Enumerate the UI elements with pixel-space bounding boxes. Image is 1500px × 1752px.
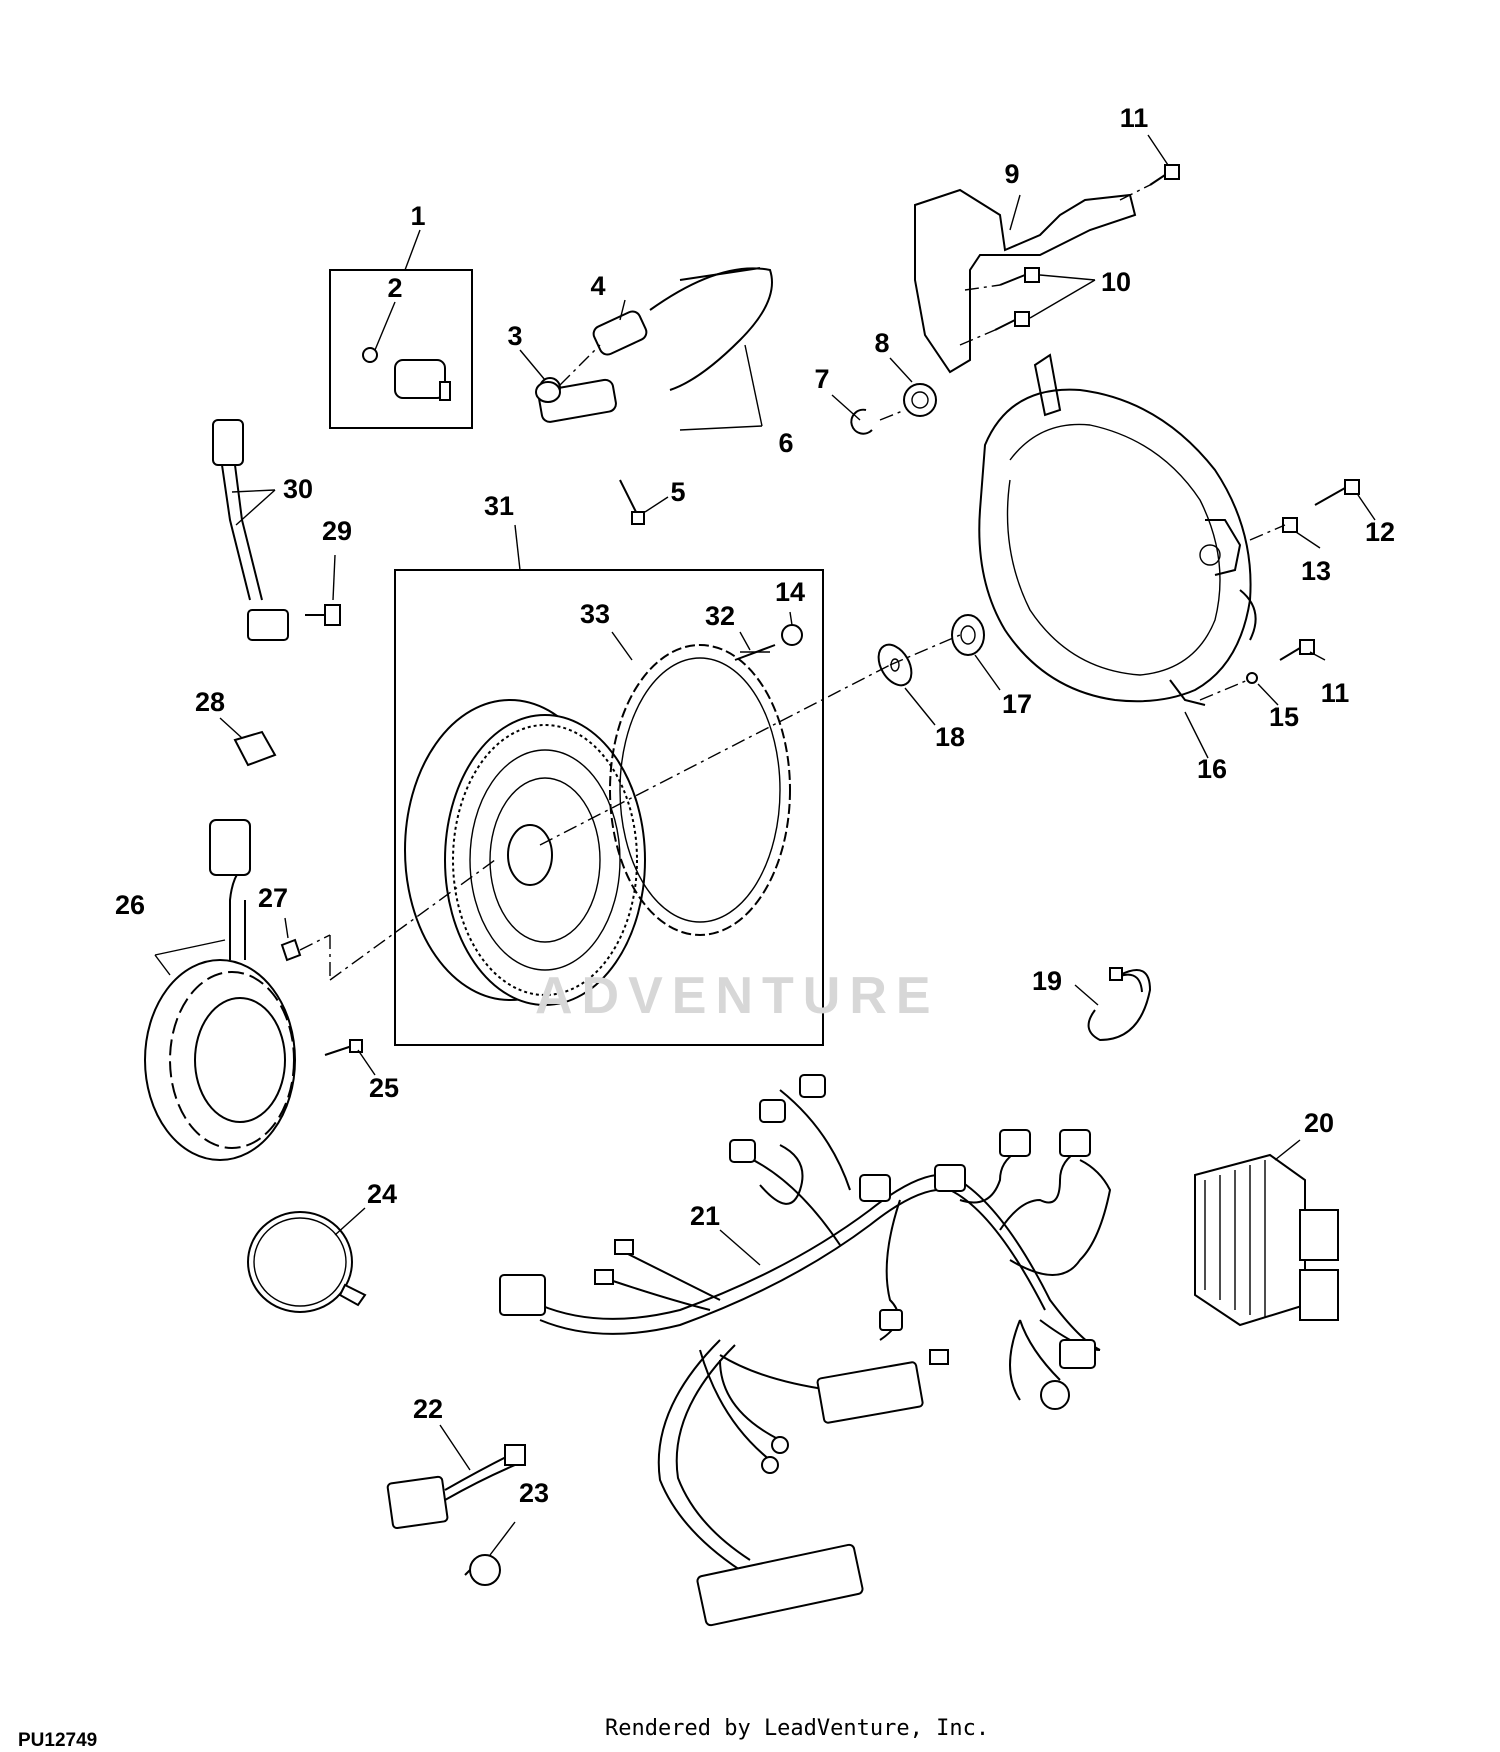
connector-28 (233, 730, 277, 767)
callout-24: 24 (367, 1179, 397, 1209)
sensor-29 (305, 604, 341, 626)
callout-26: 26 (115, 890, 145, 920)
screw-25 (324, 1039, 363, 1056)
callout-2: 2 (387, 273, 402, 303)
callout-7: 7 (814, 364, 829, 394)
callout-20: 20 (1304, 1108, 1334, 1138)
screw-12 (1314, 479, 1360, 506)
regulator-rectifier (1194, 1153, 1339, 1327)
stator (144, 819, 296, 1161)
blower-housing (978, 353, 1257, 706)
callout-11-right: 11 (1321, 678, 1350, 708)
callout-10: 10 (1101, 267, 1131, 297)
callout-14: 14 (775, 577, 805, 607)
callout-25: 25 (369, 1073, 399, 1103)
fastener-23 (464, 1554, 501, 1586)
callout-21: 21 (690, 1201, 720, 1231)
washer-18 (877, 643, 913, 687)
callout-23: 23 (519, 1478, 549, 1508)
nut-14 (781, 624, 803, 646)
screw-10a (999, 267, 1040, 286)
callout-18: 18 (935, 722, 965, 752)
pin-27 (280, 938, 302, 962)
callout-1: 1 (410, 201, 425, 231)
callout-6: 6 (778, 428, 793, 458)
harness-connectors (499, 1074, 1096, 1627)
sensor-harness-30 (212, 419, 289, 641)
grommet-8 (903, 383, 937, 417)
callout-27: 27 (258, 883, 288, 913)
screw-10b (994, 311, 1030, 331)
screw-11-right (1279, 639, 1315, 661)
screw-32 (734, 644, 776, 661)
callout-19: 19 (1032, 966, 1062, 996)
clamp-19 (1087, 967, 1152, 1042)
bracket-9 (914, 188, 1137, 374)
clamp-24 (247, 1211, 367, 1313)
nut-13 (1282, 517, 1298, 533)
callout-5: 5 (670, 477, 685, 507)
group-box-1 (329, 269, 473, 429)
callout-15: 15 (1269, 702, 1299, 732)
group-box-31 (394, 569, 824, 1046)
callout-30: 30 (283, 474, 313, 504)
washer-15 (1246, 672, 1258, 684)
callout-3: 3 (507, 321, 522, 351)
wiring-harness (539, 1089, 1112, 1571)
callout-17: 17 (1002, 689, 1032, 719)
spark-plug-nut (535, 381, 561, 403)
spark-plug (592, 310, 648, 356)
callout-33: 33 (580, 599, 610, 629)
callout-9: 9 (1004, 159, 1019, 189)
callout-12: 12 (1365, 517, 1395, 547)
watermark: ADVENTURE (535, 967, 940, 1025)
callout-8: 8 (874, 328, 889, 358)
callout-11-top: 11 (1120, 103, 1149, 133)
callout-4: 4 (590, 271, 605, 301)
callout-31: 31 (484, 491, 514, 521)
render-credit: Rendered by LeadVenture, Inc. (605, 1716, 990, 1741)
nut-17 (951, 614, 985, 656)
ignition-coil (538, 267, 773, 423)
callout-29: 29 (322, 516, 352, 546)
callout-13: 13 (1301, 556, 1331, 586)
callout-22: 22 (413, 1394, 443, 1424)
figure-code: PU12749 (18, 1730, 98, 1751)
callout-28: 28 (195, 687, 225, 717)
oil-pressure-switch (362, 347, 451, 401)
callout-32: 32 (705, 601, 735, 631)
callout-16: 16 (1197, 754, 1227, 784)
clip-7 (850, 408, 873, 435)
flywheel (404, 699, 646, 1006)
screw-11-top (1149, 164, 1180, 186)
trigger-ring-33 (609, 644, 791, 936)
relay-22 (386, 1444, 526, 1530)
coil-screw (619, 479, 645, 525)
